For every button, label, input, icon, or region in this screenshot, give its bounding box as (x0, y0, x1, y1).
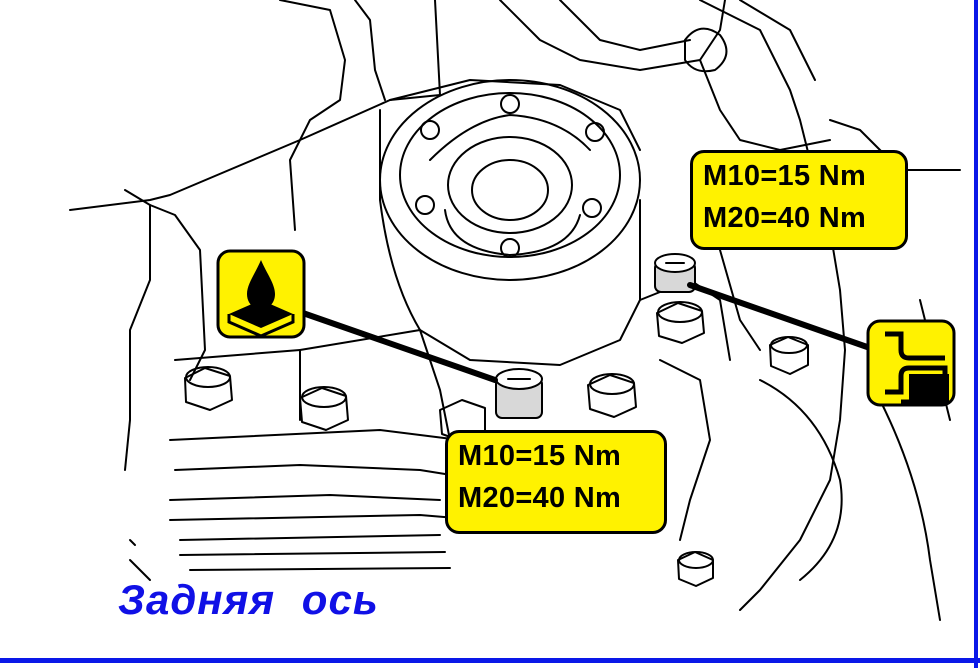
frame-border-bottom (0, 658, 980, 663)
torque-m10-value: M10=15 Nm (458, 440, 622, 472)
torque-m20-value: M20=40 Nm (458, 482, 622, 514)
diagram-caption: Задняя ось (118, 576, 379, 623)
oil-drop-fill-icon (215, 248, 307, 340)
drain-plug-icon (865, 318, 957, 408)
torque-m10-value: M10=15 Nm (703, 160, 867, 192)
torque-m20-value: M20=40 Nm (703, 202, 867, 234)
torque-label-filler-plug: M10=15 Nm M20=40 Nm (690, 150, 908, 250)
frame-border-right (974, 0, 978, 668)
torque-label-drain-plug: M10=15 Nm M20=40 Nm (445, 430, 667, 534)
